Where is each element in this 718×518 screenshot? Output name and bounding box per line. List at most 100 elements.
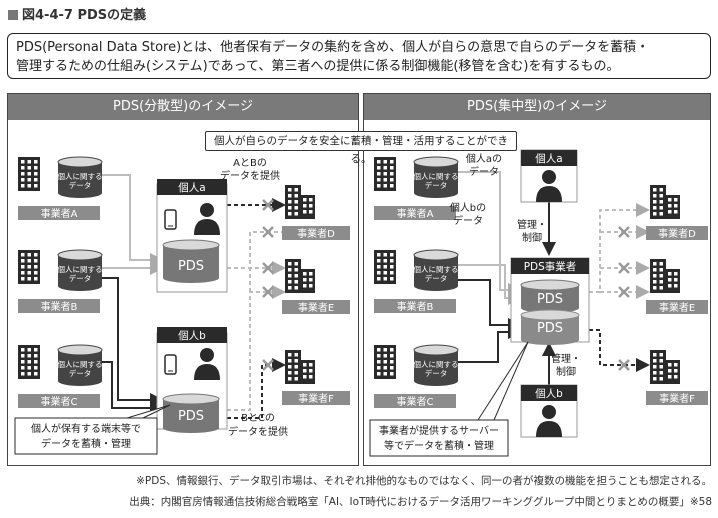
building-icon [18, 345, 40, 379]
left-pds-b-text: PDS [178, 409, 204, 424]
data-label-line-2: データ [69, 180, 92, 190]
right-provider-2-label: 事業者B [397, 300, 434, 313]
left-recipient-3-label-bg [282, 391, 350, 405]
building-icon [650, 259, 680, 293]
data-label-line-1: 個人に関する [58, 171, 103, 181]
x-mark-icon [262, 262, 274, 274]
right-recipient-3-label-bg [646, 391, 708, 405]
left-person-b-label-bg [157, 327, 227, 343]
left-provider-2-label: 事業者B [41, 300, 78, 313]
pds-cylinder [162, 393, 220, 433]
center-note: 個人が自らのデータを安全に蓄積・管理・活用することができる。 [205, 131, 517, 165]
pds-b-to-recipient-e [227, 285, 286, 411]
x-mark-icon [262, 226, 274, 238]
pds-operator-label: PDS事業者 [524, 260, 577, 273]
left-device-note-1: 個人が保有する端末等で [31, 422, 141, 435]
building-icon [650, 350, 680, 384]
right-provider-1-label-bg [374, 206, 456, 220]
footnote: ※PDS、情報銀行、データ取引市場は、それぞれ排他的なものではなく、同一の者が複… [136, 475, 712, 487]
right-server-note-2: 等でデータを蓄積・管理 [384, 439, 494, 452]
smartphone-icon [164, 209, 177, 230]
person-icon [194, 348, 220, 380]
right-provider-2-label-bg [374, 299, 456, 313]
left-provider-3-label: 事業者C [41, 395, 78, 408]
right-recipient-3-label: 事業者F [659, 392, 695, 405]
building-icon [374, 250, 396, 284]
data-label-line-2: データ [69, 273, 92, 283]
right-recipient-1-label-bg [646, 226, 708, 240]
right-provider-3-label-bg [374, 394, 456, 408]
right-control-b-1: 管理・ [551, 352, 581, 365]
provider-c-to-pds-b [102, 361, 164, 415]
r-pds-to-recipient-d [589, 203, 650, 293]
left-bc-label-1: BとCの [241, 412, 275, 424]
right-a-data-1: 個人aの [466, 152, 502, 165]
right-person-a-label: 個人a [535, 152, 562, 165]
data-label-line-1: 個人に関する [414, 359, 459, 369]
data-label-line-2: データ [425, 273, 448, 283]
x-mark-icon [262, 286, 274, 298]
r-provider-b-to-pds-2 [458, 279, 522, 332]
smartphone-icon [164, 354, 177, 375]
right-recipient-1-label: 事業者D [658, 227, 696, 240]
right-server-note-box [369, 341, 529, 457]
definition-box: PDS(Personal Data Store)とは、他者保有データの集約を含め… [7, 33, 711, 79]
pds-operator-label-bg [511, 258, 589, 274]
building-icon [374, 157, 396, 191]
r-provider-a-to-pds [458, 171, 522, 297]
figure-title: 図4-4-7 PDSの定義 [8, 4, 146, 23]
data-label-line-1: 個人に関する [414, 264, 459, 274]
person-icon [536, 405, 562, 437]
right-person-b-label: 個人b [535, 387, 563, 400]
left-person-a-label: 個人a [178, 181, 205, 194]
right-panel-title: PDS(集中型)のイメージ [364, 94, 710, 120]
pds-b-to-recipient-f [227, 358, 286, 419]
definition-line-1: PDS(Personal Data Store)とは、他者保有データの集約を含め… [16, 40, 650, 55]
x-mark-icon [618, 262, 630, 274]
building-icon [285, 259, 315, 293]
left-person-b-label: 個人b [178, 329, 206, 342]
provider-a-to-pds-a [102, 174, 164, 267]
right-pds-1-text: PDS [537, 292, 563, 307]
data-label-line-1: 個人に関する [414, 171, 459, 181]
right-provider-1-label: 事業者A [397, 207, 434, 220]
left-provider-3-label-bg [18, 394, 100, 408]
pds-b-branch [249, 231, 282, 292]
left-panel-title: PDS(分散型)のイメージ [8, 94, 358, 120]
left-ab-label-1: AとBの [233, 157, 267, 169]
x-mark-icon [618, 359, 630, 371]
left-pds-a-text: PDS [178, 259, 204, 274]
data-label-line-2: データ [425, 180, 448, 190]
building-icon [285, 350, 315, 384]
source-citation: 出典：内閣官房情報通信技術総合戦略室「AI、IoT時代におけるデータ活用ワーキン… [129, 496, 712, 508]
building-icon [18, 157, 40, 191]
right-recipient-2-label-bg [646, 300, 708, 314]
right-b-data-2: データ [453, 214, 483, 227]
r-provider-b-to-pds [458, 264, 522, 305]
right-pds-2-text: PDS [537, 321, 563, 336]
left-recipient-1-label: 事業者D [297, 227, 335, 240]
right-server-note-1: 事業者が提供するサーバー [379, 424, 499, 437]
r-pds-to-recipient-f [589, 329, 650, 372]
data-label-line-1: 個人に関する [58, 359, 103, 369]
person-icon [194, 203, 220, 235]
building-icon [285, 185, 315, 219]
left-bc-label-2: データを提供 [228, 425, 288, 438]
left-recipient-2-label-bg [282, 300, 350, 314]
data-label-line-2: データ [425, 368, 448, 378]
right-person-a-label-bg [521, 150, 577, 166]
person-icon [536, 170, 562, 202]
definition-line-2: 管理するための仕組み(システム)であって、第三者への提供に係る制御機能(移管を含… [16, 59, 620, 74]
right-b-data-1: 個人bの [450, 201, 486, 214]
left-recipient-3-label: 事業者F [298, 392, 334, 405]
right-recipient-2-label: 事業者E [659, 301, 695, 314]
building-icon [18, 250, 40, 284]
building-icon [650, 185, 680, 219]
x-mark-icon [262, 199, 274, 211]
x-mark-icon [618, 226, 630, 238]
